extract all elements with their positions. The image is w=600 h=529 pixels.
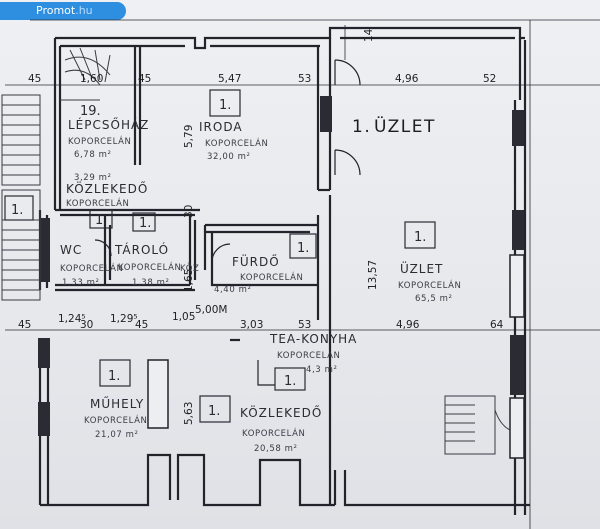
room-labels: 19. LÉPCSŐHÁZ KOPORCELÁN 6,78 m² 1. IROD… — [11, 98, 462, 454]
dim-vert-2: 30 — [183, 205, 195, 218]
dim-mid-5: 1,05 — [172, 311, 195, 323]
room-uzlet-name: ÜZLET — [400, 260, 443, 276]
room-iroda-number: 1. — [219, 98, 231, 113]
dim-top-5: 4,96 — [395, 73, 419, 85]
room-uzlet-title-name: ÜZLET — [374, 115, 436, 137]
room-muhely-name: MŰHELY — [90, 396, 144, 411]
room-tea-konyha-area: 4,3 m² — [306, 365, 338, 375]
room-muhely-number: 1. — [108, 369, 120, 384]
room-koz-name: KÖZ — [180, 263, 199, 274]
dimension-labels: 45 1,60 45 5,47 53 4,96 52 45 1,24⁵ 30 1… — [18, 28, 504, 425]
room-stair-left-number: 1. — [11, 203, 23, 218]
room-tarolo-name: TÁROLÓ — [114, 242, 169, 257]
room-lepcsohaz-floor: KOPORCELÁN — [68, 135, 132, 147]
dim-mid-8: 53 — [298, 319, 311, 331]
room-tea-konyha-floor: KOPORCELÁN — [277, 349, 341, 361]
dim-mid-1: 1,24⁵ — [58, 313, 86, 325]
room-kozlekedo-top-area: 3,29 m² — [74, 173, 112, 183]
room-number-boxes — [4, 89, 436, 423]
walls — [38, 26, 530, 515]
room-tarolo-floor: KOPORCELÁN — [118, 261, 182, 273]
room-muhely-area: 21,07 m² — [95, 430, 139, 440]
watermark-brand: Promot — [36, 4, 76, 17]
room-tea-konyha-number: 1. — [284, 374, 296, 389]
room-wc-name: WC — [60, 243, 82, 257]
room-lepcsohaz-area: 6,78 m² — [74, 150, 112, 160]
dim-top-2: 45 — [138, 73, 151, 85]
dim-mid-7: 3,03 — [240, 319, 263, 331]
room-iroda-name: IRODA — [199, 120, 243, 134]
staircase-shop — [444, 395, 511, 455]
dim-mid-9: 4,96 — [396, 319, 420, 331]
room-tarolo-area: 1,38 m² — [132, 278, 170, 288]
dim-top-4: 53 — [298, 73, 311, 85]
room-lepcsohaz-number: 19. — [80, 104, 101, 119]
watermark-tld: .hu — [75, 4, 93, 17]
room-furdo-area: 4,40 m² — [214, 285, 252, 295]
room-kozlekedo-bottom-floor: KOPORCELÁN — [242, 427, 306, 439]
dim-vert-3: 13,57 — [367, 260, 379, 290]
dim-vert-0: 14 — [363, 28, 375, 42]
room-kozlekedo-top-floor: KOPORCELÁN — [66, 197, 130, 209]
dim-top-6: 52 — [483, 73, 496, 85]
staircase-spiral — [60, 47, 111, 101]
room-furdo-number: 1. — [297, 241, 309, 256]
staircase-left — [1, 94, 41, 301]
room-lepcsohaz-name: LÉPCSŐHÁZ — [68, 117, 149, 132]
room-kozlekedo-bottom-name: KÖZLEKEDŐ — [240, 404, 322, 420]
dim-vert-1: 5,79 — [183, 125, 195, 148]
watermark-badge: Promot.hu — [0, 2, 126, 20]
room-kozlekedo-bottom-number: 1. — [208, 404, 220, 419]
room-tarolo-number: 1. — [139, 216, 151, 231]
dim-mid-2: 30 — [80, 319, 93, 331]
room-muhely-floor: KOPORCELÁN — [84, 414, 148, 426]
door-frames — [147, 254, 525, 459]
room-iroda-area: 32,00 m² — [207, 152, 251, 162]
dim-top-0: 45 — [28, 73, 41, 85]
room-kozlekedo-top-name: KÖZLEKEDŐ — [66, 180, 148, 196]
room-wc-floor: KOPORCELÁN — [60, 262, 124, 274]
dim-mid-0: 45 — [18, 319, 31, 331]
dimension-lines — [5, 19, 600, 529]
room-wc-area: 1,33 m² — [62, 278, 100, 288]
room-furdo-name: FÜRDŐ — [232, 253, 280, 269]
room-uzlet-number: 1. — [414, 230, 426, 245]
room-uzlet-title-number: 1. — [352, 117, 371, 137]
room-iroda-floor: KOPORCELÁN — [205, 137, 269, 149]
dim-vert-5: 1,65 — [183, 269, 195, 292]
pillars — [38, 96, 524, 436]
room-kozlekedo-top-number: 1. — [95, 213, 107, 228]
dim-top-3: 5,47 — [218, 73, 241, 85]
room-uzlet-floor: KOPORCELÁN — [398, 279, 462, 291]
dim-mid-10: 64 — [490, 319, 504, 331]
door-swings — [94, 59, 361, 386]
dim-top-1: 1,60 — [80, 73, 103, 85]
dim-vert-4: 5,63 — [183, 402, 195, 425]
room-tea-konyha-name: TEA-KONYHA — [269, 332, 357, 346]
dim-mid-4: 45 — [135, 319, 148, 331]
room-furdo-floor: KOPORCELÁN — [240, 271, 304, 283]
room-uzlet-area: 65,5 m² — [415, 294, 453, 304]
room-kozlekedo-bottom-area: 20,58 m² — [254, 444, 298, 454]
dim-mid-3: 1,29⁵ — [110, 313, 138, 325]
dim-mid-6: 5,00M — [195, 304, 227, 316]
